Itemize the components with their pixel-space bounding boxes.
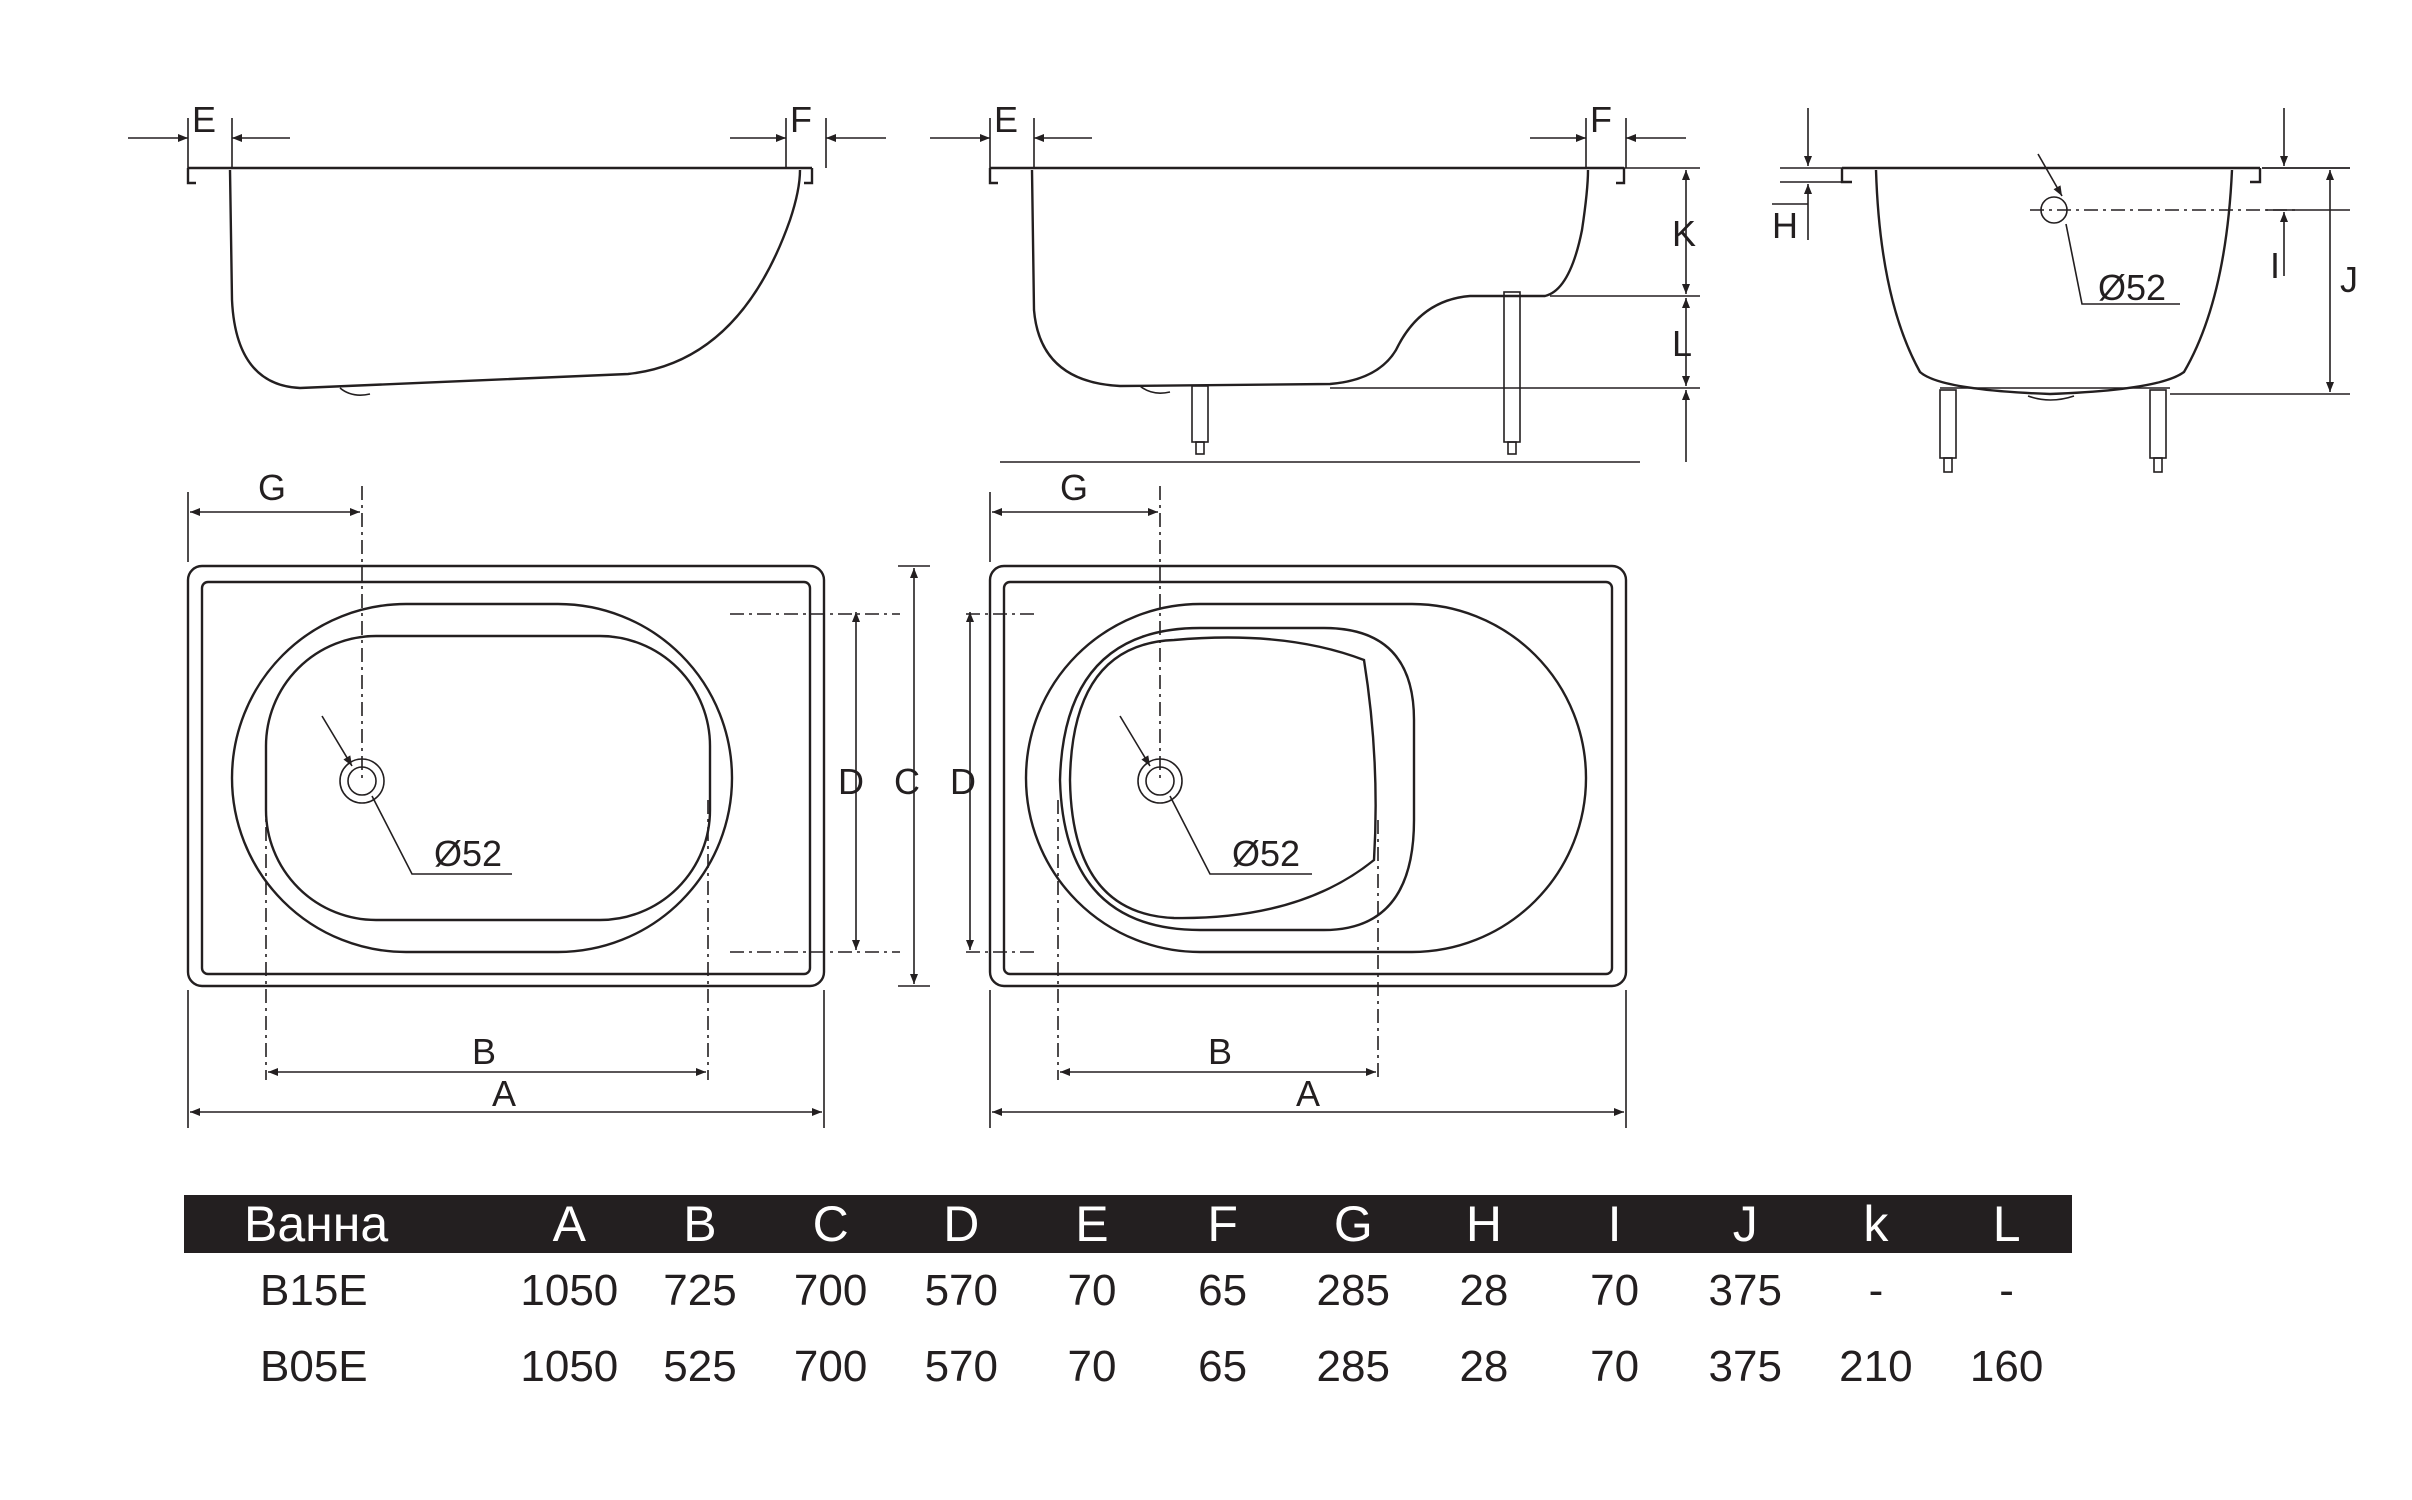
dim-label-b: B — [472, 1031, 496, 1072]
table-cell: 28 — [1459, 1266, 1509, 1315]
table-cell: 65 — [1198, 1266, 1248, 1315]
table-cell: 285 — [1316, 1266, 1390, 1315]
dim-label-h: H — [1772, 205, 1798, 246]
table-cell: 70 — [1067, 1266, 1117, 1315]
table-cell: 65 — [1198, 1342, 1248, 1391]
end-view: Ø52 H I J — [1772, 108, 2358, 473]
dim-label-d: D — [950, 761, 976, 802]
table-cell: 525 — [663, 1342, 737, 1391]
table-cell: 725 — [663, 1266, 737, 1315]
dim-label-f: F — [1590, 99, 1612, 140]
column-header: F — [1157, 1195, 1288, 1253]
column-header: B — [634, 1195, 766, 1253]
table-cell: 570 — [924, 1266, 998, 1315]
dim-label-e: E — [994, 99, 1018, 140]
dim-label-f: F — [790, 99, 812, 140]
dim-label-e: E — [192, 99, 216, 140]
table-header-row: Ванна A B C D E F G H I J k L — [184, 1195, 2072, 1253]
table-cell: - — [1868, 1266, 1884, 1315]
drain-label-plan-1: Ø52 — [434, 833, 502, 874]
table-cell: 28 — [1459, 1342, 1509, 1391]
table-cell: 700 — [793, 1266, 868, 1315]
column-header: D — [895, 1195, 1027, 1253]
table-cell: 160 — [1969, 1342, 2044, 1391]
dim-label-a: A — [1296, 1073, 1320, 1114]
dim-label-a: A — [492, 1073, 516, 1114]
table-cell: B05E — [260, 1342, 368, 1391]
table-cell: 70 — [1590, 1266, 1640, 1315]
side-view-b15e: E F — [128, 99, 886, 396]
dim-label-d: D — [838, 761, 864, 802]
table-cell: 1050 — [520, 1342, 619, 1391]
dim-label-b: B — [1208, 1031, 1232, 1072]
plan-view-b05e: Ø52 G B A D — [950, 467, 1628, 1128]
table-cell: 375 — [1708, 1266, 1782, 1315]
table-cell: 1050 — [520, 1266, 619, 1315]
column-header: Ванна — [184, 1195, 504, 1253]
column-header: G — [1287, 1195, 1419, 1253]
table-cell: 285 — [1316, 1342, 1390, 1391]
table-cell: 375 — [1708, 1342, 1782, 1391]
dim-label-g: G — [258, 467, 286, 508]
drain-label-end: Ø52 — [2098, 267, 2166, 308]
column-header: C — [765, 1195, 896, 1253]
dim-label-l: L — [1672, 323, 1692, 364]
dimensions-table: Ванна A B C D E F G H I J k L B15E 1050 … — [184, 1195, 2072, 1405]
side-view-b05e: K L E F — [930, 99, 1700, 463]
dim-label-c: C — [894, 761, 920, 802]
dim-label-g: G — [1060, 467, 1088, 508]
plan-view-b15e: Ø52 G B A D — [186, 467, 900, 1128]
column-header: A — [504, 1195, 635, 1253]
column-header: H — [1418, 1195, 1550, 1253]
dim-label-k: K — [1672, 213, 1696, 254]
table-cell: 700 — [793, 1342, 868, 1391]
column-header: k — [1810, 1195, 1942, 1253]
table-row: B15E 1050 725 700 570 70 65 285 28 70 37… — [184, 1253, 2072, 1329]
column-header: E — [1026, 1195, 1158, 1253]
table-cell: 570 — [924, 1342, 998, 1391]
dim-label-i: I — [2270, 245, 2280, 286]
column-header: I — [1549, 1195, 1680, 1253]
dimension-c: C — [894, 565, 930, 987]
table-cell: B15E — [260, 1266, 368, 1315]
drain-label-plan-2: Ø52 — [1232, 833, 1300, 874]
table-cell: - — [1999, 1266, 2014, 1315]
column-header: L — [1941, 1195, 2072, 1253]
column-header: J — [1679, 1195, 1811, 1253]
table-cell: 70 — [1067, 1342, 1117, 1391]
table-row: B05E 1050 525 700 570 70 65 285 28 70 37… — [184, 1329, 2072, 1405]
table-cell: 70 — [1590, 1342, 1640, 1391]
dim-label-j: J — [2340, 259, 2358, 300]
table-cell: 210 — [1839, 1342, 1913, 1391]
